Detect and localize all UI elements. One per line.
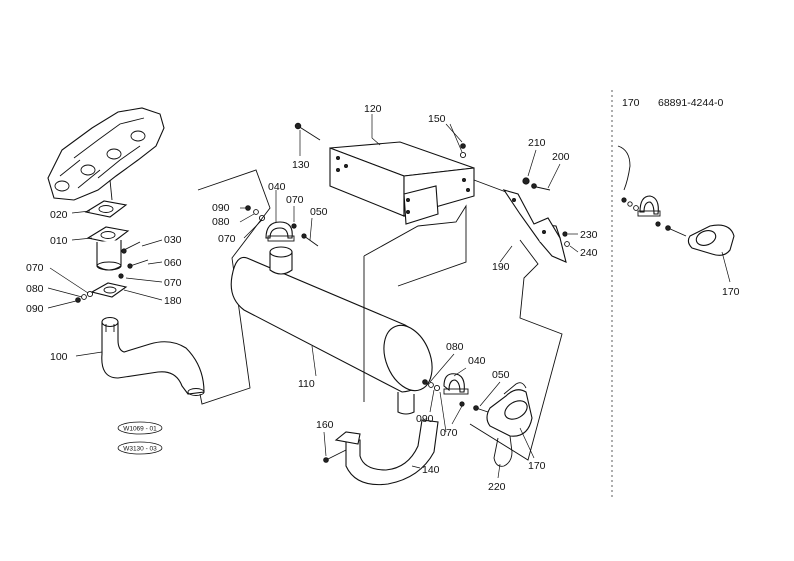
- label-080-upper: 080: [212, 216, 230, 228]
- inset-group-170: [617, 145, 735, 256]
- bolt-070-upper: [291, 223, 297, 229]
- drawing-stamp-2: W3130 - 03: [117, 441, 163, 455]
- label-050-lower: 050: [492, 369, 510, 381]
- bolt-200: [531, 183, 551, 191]
- nut-washer-150: [459, 143, 467, 159]
- label-100: 100: [50, 351, 68, 363]
- label-090-left: 090: [26, 303, 44, 315]
- nut-070-lower: [459, 401, 465, 407]
- label-150: 150: [428, 113, 446, 125]
- label-130: 130: [292, 159, 310, 171]
- label-040-lower: 040: [468, 355, 486, 367]
- clamp-040-upper: [265, 221, 295, 242]
- exhaust-manifold: [47, 107, 165, 201]
- nut-230: [562, 231, 568, 237]
- leader-lines: [47, 114, 731, 479]
- u-bolt-220: [493, 435, 513, 467]
- label-070-lower: 070: [440, 427, 458, 439]
- label-110: 110: [298, 378, 315, 390]
- label-070-left: 070: [26, 262, 44, 274]
- inset-part-number: 68891-4244-0: [658, 97, 724, 109]
- gasket-180: [90, 282, 128, 298]
- label-080-lower: 080: [446, 341, 464, 353]
- washer-240: [564, 241, 570, 247]
- tail-pipe-170: [486, 382, 533, 437]
- label-090-upper: 090: [212, 202, 230, 214]
- svg-text:W3130 - 03: W3130 - 03: [123, 446, 157, 453]
- bolt-160: [323, 449, 347, 463]
- label-220: 220: [488, 481, 506, 493]
- part-labels: 170 68891-4244-0 020 010 030 060 070 180…: [26, 97, 740, 493]
- label-070-upper: 070: [218, 233, 236, 245]
- label-020: 020: [50, 209, 68, 221]
- label-030: 030: [164, 234, 182, 246]
- bracket-120: [329, 141, 475, 225]
- label-240: 240: [580, 247, 598, 259]
- label-170-inset: 170: [722, 286, 740, 298]
- inset-ref-label: 170: [622, 97, 640, 109]
- label-140: 140: [422, 464, 440, 476]
- label-210: 210: [528, 137, 546, 149]
- label-050-upper: 050: [310, 206, 328, 218]
- bracket-190: [502, 189, 567, 263]
- label-170-main: 170: [528, 460, 546, 472]
- label-040-upper: 040: [268, 181, 286, 193]
- nut-washer-set-upper: [245, 205, 266, 222]
- label-080-left: 080: [26, 283, 44, 295]
- nut-washer-set-lower: [422, 379, 441, 392]
- bolt-030: [121, 241, 141, 254]
- label-070-right: 070: [164, 277, 182, 289]
- svg-text:W1069 - 01: W1069 - 01: [123, 426, 157, 433]
- label-180: 180: [164, 295, 182, 307]
- bolt-060: [127, 259, 149, 269]
- label-090-lower: 090: [416, 413, 434, 425]
- bolt-050-upper: [301, 233, 319, 247]
- nut-210: [522, 177, 530, 185]
- label-060: 060: [164, 257, 182, 269]
- label-010: 010: [50, 235, 68, 247]
- group-outline-center: [363, 179, 563, 461]
- flange-010: [86, 226, 130, 271]
- bolt-130: [294, 122, 321, 141]
- label-160: 160: [316, 419, 334, 431]
- label-230: 230: [580, 229, 598, 241]
- label-200: 200: [552, 151, 570, 163]
- clamp-140: [334, 419, 439, 486]
- label-070-upper-b: 070: [286, 194, 304, 206]
- label-190: 190: [492, 261, 510, 273]
- exhaust-pipe-100: [101, 316, 205, 396]
- label-120: 120: [364, 103, 382, 115]
- gasket-020: [84, 200, 128, 218]
- muffler-110: [230, 246, 433, 415]
- clamp-040-lower: [443, 373, 469, 395]
- drawing-stamp-1: W1069 - 01: [117, 421, 163, 435]
- group-outline-left: [197, 169, 271, 405]
